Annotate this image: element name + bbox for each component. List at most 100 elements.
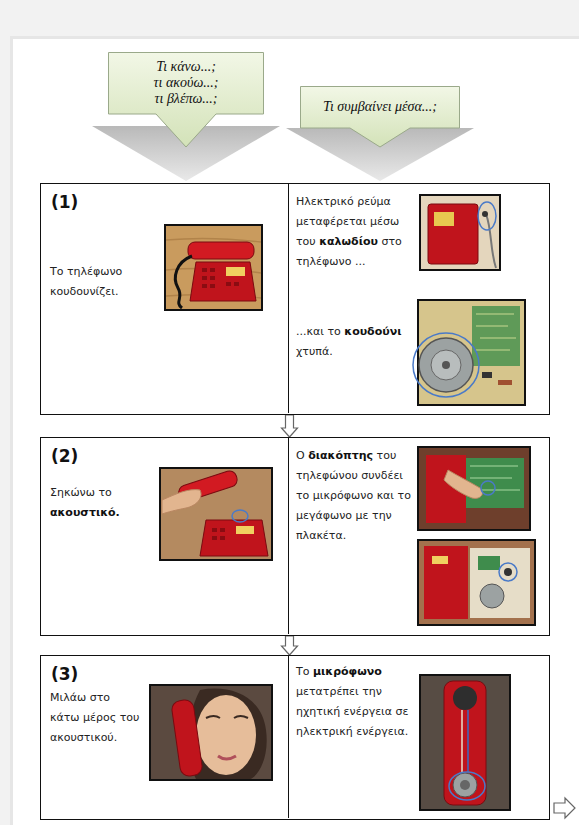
step-arrow xyxy=(282,636,298,655)
step-number: (3) xyxy=(51,663,111,685)
header-pointer-shadow xyxy=(92,126,474,181)
cable-photo-part xyxy=(420,195,500,270)
board-photo-part xyxy=(499,563,517,581)
phone-photo-part-part xyxy=(210,284,215,288)
phone-photo-part-part xyxy=(234,282,239,286)
bell-photo-part xyxy=(472,306,520,366)
board-photo xyxy=(418,540,535,625)
continue-arrow xyxy=(554,798,575,818)
step-text: Μιλάω στο κάτω μέρος του ακουστικού. xyxy=(50,688,142,748)
switch-photo-part xyxy=(444,470,482,498)
step-arrow xyxy=(282,415,298,437)
explanation-cell: Το μικρόφωνο μετατρέπει την ηχητική ενέρ… xyxy=(289,656,548,818)
handset-photo xyxy=(160,468,272,560)
switch-photo-part xyxy=(466,458,524,508)
phone-photo-part-part xyxy=(202,284,207,288)
key-term: μικρόφωνο xyxy=(313,665,382,678)
bell-photo-part xyxy=(431,350,461,380)
phone-photo-part xyxy=(202,268,239,288)
phone-photo-part-part xyxy=(210,276,215,280)
board-photo-part xyxy=(478,556,500,570)
talking-photo-part xyxy=(196,695,256,775)
bell-photo-part xyxy=(476,314,516,350)
phone-photo xyxy=(165,225,262,310)
microphone-photo-part xyxy=(444,681,486,805)
talking-photo-part xyxy=(171,699,203,777)
talking-photo-part xyxy=(206,716,248,718)
board-photo-part xyxy=(480,584,504,608)
talking-photo xyxy=(150,685,272,780)
phone-photo-part-part xyxy=(202,276,207,280)
step-row: (3) Μιλάω στο κάτω μέρος του ακουστικού. Τ… xyxy=(40,655,550,820)
phone-photo-part xyxy=(190,262,256,301)
handset-photo-part-part xyxy=(212,536,217,540)
key-term: κουδούνι xyxy=(344,325,401,338)
handset-photo-part-part xyxy=(220,536,225,540)
microphone-photo-part xyxy=(461,710,463,772)
board-photo-part xyxy=(504,568,512,576)
switch-photo-part xyxy=(481,481,495,495)
bell-photo-part xyxy=(498,380,512,385)
board-photo-part xyxy=(470,548,530,618)
switch-photo-part xyxy=(418,447,530,530)
handset-photo-part xyxy=(212,528,225,540)
step-row: (1) Το τηλέφωνο κουδουνίζει. Ηλεκτρικό ρεύ… xyxy=(40,183,550,415)
step-text: Ο διακόπτης του τηλεφώνου συνδέει το μικ… xyxy=(296,446,414,546)
step-text: Το μικρόφωνο μετατρέπει την ηχητική ενέρ… xyxy=(296,662,414,742)
step-row: (2) Σηκώνω το ακουστικό. Ο διακόπτης του τ… xyxy=(40,437,550,636)
phone-photo-part xyxy=(188,242,254,259)
cable-photo xyxy=(420,195,500,270)
bell-photo xyxy=(413,300,525,405)
talking-photo-part xyxy=(218,756,236,759)
callout-shape xyxy=(301,87,460,148)
handset-photo-part-part xyxy=(220,528,225,532)
cable-photo-part xyxy=(478,202,496,230)
bell-photo-part xyxy=(419,338,473,392)
microphone-photo-part xyxy=(453,686,477,710)
continue-arrow-part xyxy=(554,798,575,818)
handset-photo-part-part xyxy=(212,528,217,532)
key-term: διακόπτης xyxy=(308,449,373,462)
step-number: (2) xyxy=(51,445,111,467)
action-cell: Το τηλέφωνο κουδουνίζει. xyxy=(41,184,289,413)
step-number: (1) xyxy=(51,191,111,213)
handset-photo-part xyxy=(160,468,272,560)
callout-shape xyxy=(109,53,264,148)
header-callout: Τι κάνω...; τι ακούω...; τι βλέπω...; xyxy=(108,52,264,148)
talking-photo-part xyxy=(150,685,272,780)
header-callout: Τι συμβαίνει μέσα...; xyxy=(300,86,460,148)
step-text: Το τηλέφωνο κουδουνίζει. xyxy=(50,262,150,302)
board-photo-part xyxy=(418,540,535,625)
page-ground-part xyxy=(10,36,579,825)
handset-photo-part xyxy=(236,526,254,534)
handset-photo-part xyxy=(162,490,201,514)
bell-photo-part xyxy=(413,333,479,397)
microphone-photo xyxy=(420,675,510,810)
phone-photo-part xyxy=(226,267,245,276)
key-term: ακουστικό. xyxy=(50,506,120,519)
cable-photo-part xyxy=(482,211,488,217)
key-term: καλωδίου xyxy=(319,235,378,248)
step-text: ...και το κουδούνι χτυπά. xyxy=(296,322,406,362)
explanation-cell: Ηλεκτρικό ρεύμα μεταφέρεται μέσω του καλ… xyxy=(289,184,548,413)
step-text: Σηκώνω το ακουστικό. xyxy=(50,483,150,523)
microphone-photo-part xyxy=(449,772,485,800)
phone-photo-part xyxy=(175,256,192,308)
phone-photo-part-part xyxy=(202,268,207,272)
microphone-photo-part xyxy=(453,773,477,797)
microphone-photo-part xyxy=(460,780,470,790)
phone-photo-part xyxy=(165,225,262,310)
phone-photo-part-part xyxy=(226,282,231,286)
microphone-photo-part xyxy=(420,675,510,810)
switch-photo xyxy=(418,447,530,530)
header-text: Τι κάνω...; τι ακούω...; τι βλέπω...; xyxy=(153,59,220,107)
phone-photo-part-part xyxy=(210,268,215,272)
action-cell: Σηκώνω το ακουστικό. xyxy=(41,438,289,634)
bell-photo-part xyxy=(442,361,450,369)
callout-outline xyxy=(300,86,460,148)
